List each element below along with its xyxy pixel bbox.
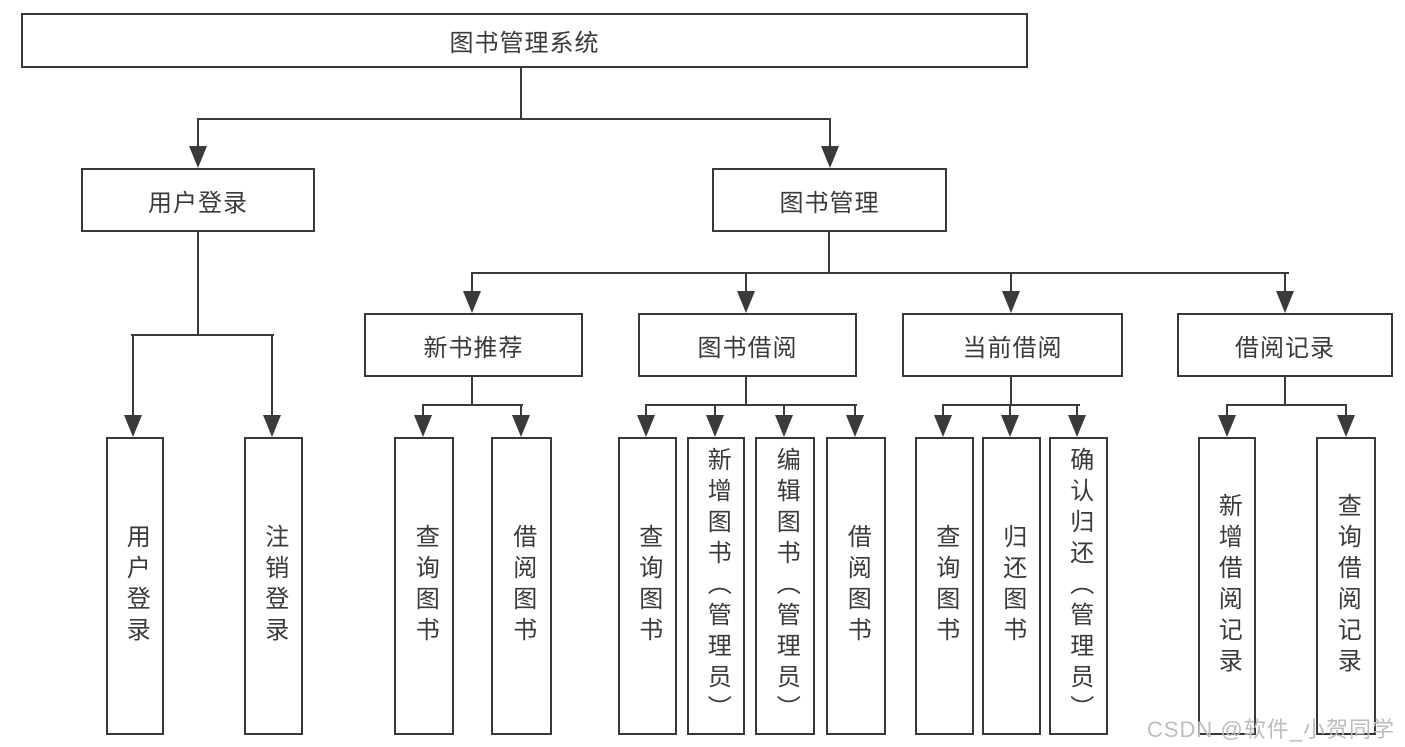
connector-line — [1226, 404, 1347, 406]
connector-line — [422, 404, 523, 406]
connector-line — [745, 273, 747, 295]
leaf-add-books-admin: 新增图书（管理员） — [687, 437, 745, 735]
leaf-return-books: 归还图书 — [982, 437, 1041, 735]
arrow-down-icon — [1068, 415, 1086, 437]
leaf-borrow-books-1: 借阅图书 — [491, 437, 552, 735]
connector-line — [471, 273, 473, 295]
connector-line — [471, 272, 1289, 274]
connector-line — [828, 232, 830, 274]
connector-line — [271, 335, 273, 420]
connector-line — [783, 405, 785, 421]
node-library-management-system: 图书管理系统 — [21, 13, 1028, 68]
arrow-down-icon — [775, 415, 793, 437]
arrow-down-icon — [1001, 415, 1019, 437]
arrow-down-icon — [706, 415, 724, 437]
connector-line — [645, 404, 857, 406]
connector-line — [471, 377, 473, 406]
node-user-login: 用户登录 — [81, 168, 315, 232]
node-book-management: 图书管理 — [712, 168, 947, 232]
arrow-down-icon — [414, 415, 432, 437]
connector-line — [197, 118, 831, 120]
connector-line — [422, 405, 424, 421]
leaf-borrow-books-2: 借阅图书 — [826, 437, 886, 735]
arrow-down-icon — [1276, 291, 1294, 313]
connector-line — [1009, 405, 1011, 421]
arrow-down-icon — [189, 146, 207, 168]
arrow-down-icon — [821, 146, 839, 168]
connector-line — [942, 405, 944, 421]
connector-line — [131, 334, 274, 336]
leaf-search-books-3: 查询图书 — [915, 437, 974, 735]
arrow-down-icon — [1002, 291, 1020, 313]
arrow-down-icon — [1337, 415, 1355, 437]
node-borrowing-records: 借阅记录 — [1177, 313, 1393, 377]
arrow-down-icon — [846, 415, 864, 437]
connector-line — [1345, 405, 1347, 421]
connector-line — [197, 119, 199, 149]
leaf-user-login: 用户登录 — [106, 437, 164, 735]
connector-line — [942, 404, 1080, 406]
connector-line — [829, 119, 831, 149]
leaf-edit-books-admin: 编辑图书（管理员） — [755, 437, 815, 735]
connector-line — [197, 232, 199, 336]
connector-line — [520, 68, 522, 119]
arrow-down-icon — [512, 415, 530, 437]
connector-line — [714, 405, 716, 421]
arrow-down-icon — [737, 291, 755, 313]
connector-line — [1284, 273, 1286, 295]
arrow-down-icon — [463, 291, 481, 313]
leaf-add-borrow-record: 新增借阅记录 — [1198, 437, 1256, 735]
leaf-confirm-return-admin: 确认归还（管理员） — [1049, 437, 1108, 735]
arrow-down-icon — [934, 415, 952, 437]
connector-line — [520, 405, 522, 421]
connector-line — [854, 405, 856, 421]
connector-line — [745, 377, 747, 406]
node-book-borrowing: 图书借阅 — [638, 313, 857, 377]
arrow-down-icon — [124, 415, 142, 437]
arrow-down-icon — [1218, 415, 1236, 437]
leaf-logout: 注销登录 — [244, 437, 303, 735]
leaf-search-books-2: 查询图书 — [618, 437, 677, 735]
connector-line — [1226, 405, 1228, 421]
arrow-down-icon — [263, 415, 281, 437]
leaf-search-borrow-record: 查询借阅记录 — [1316, 437, 1376, 735]
watermark: CSDN @软件_小贺同学 — [1146, 717, 1395, 742]
connector-line — [1010, 273, 1012, 295]
connector-line — [1284, 377, 1286, 406]
leaf-search-books-1: 查询图书 — [394, 437, 454, 735]
node-new-book-recommendation: 新书推荐 — [364, 313, 583, 377]
connector-line — [132, 335, 134, 420]
connector-line — [1010, 377, 1012, 406]
connector-line — [645, 405, 647, 421]
connector-line — [1076, 405, 1078, 421]
node-current-borrowing: 当前借阅 — [902, 313, 1123, 377]
arrow-down-icon — [637, 415, 655, 437]
